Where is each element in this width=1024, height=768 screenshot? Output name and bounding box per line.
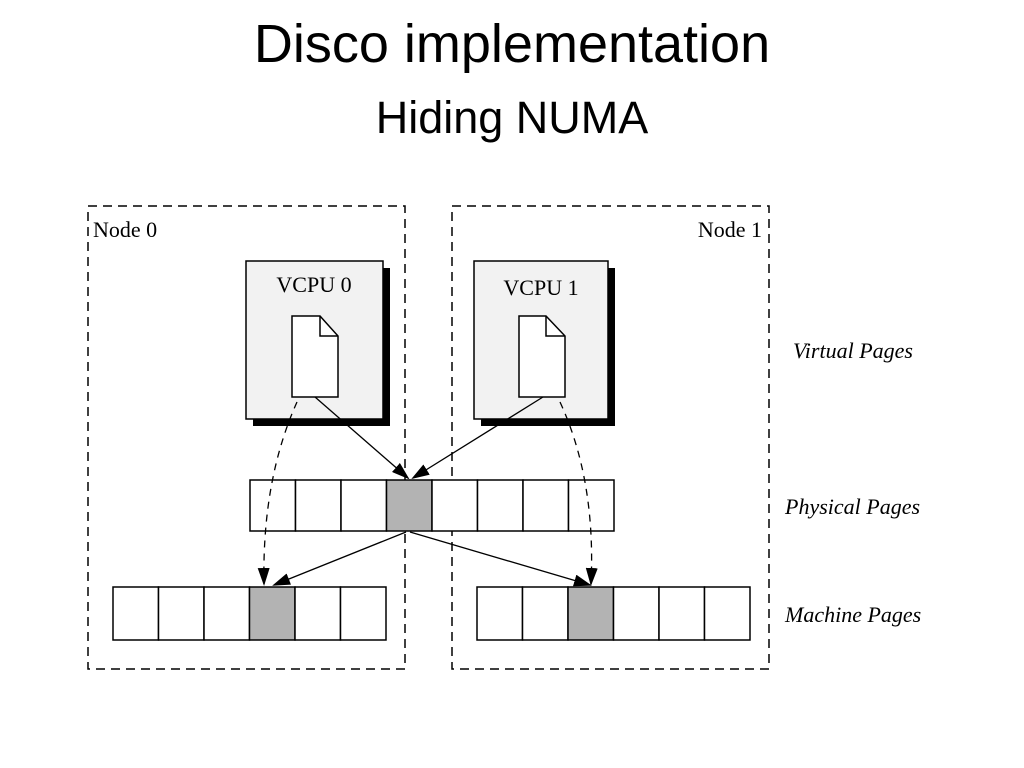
virtual-page-1-icon [518,315,566,398]
physical-pages-label: Physical Pages [784,494,920,519]
machine-page-cell-highlighted [248,586,296,641]
machine-page-cell [658,586,706,641]
node-1-label: Node 1 [698,217,762,242]
machine-pages-label: Machine Pages [784,602,921,627]
physical-page-cell [431,479,479,532]
physical-page-cell [249,479,297,532]
slide-title: Disco implementation [253,14,771,74]
physical-page-cell [294,479,342,532]
arrow-physical-to-machine-node1 [409,531,592,587]
machine-page-cell [476,586,524,641]
vcpu-1-label: VCPU 1 [503,275,578,300]
node-0-label: Node 0 [93,217,157,242]
physical-page-cell [567,479,615,532]
machine-page-cell [612,586,660,641]
virtual-page-0-icon [291,315,339,398]
arrow-vcpu1-to-physical [411,396,544,480]
dashed-arrow-vcpu1-to-machine [559,401,598,586]
machine-page-cell-highlighted [567,586,615,641]
machine-page-cell [521,586,569,641]
vcpu-0-label: VCPU 0 [276,272,351,297]
node-0-box [87,205,406,670]
physical-page-cell [476,479,524,532]
vcpu-0-box: VCPU 0 [245,260,390,426]
machine-page-cell [203,586,251,641]
physical-page-cell [340,479,388,532]
machine-page-cell [703,586,751,641]
vcpu-1-box: VCPU 1 [473,260,615,426]
physical-page-cell-highlighted [385,479,433,532]
physical-pages-row [249,479,615,532]
physical-page-cell [522,479,570,532]
machine-page-cell [112,586,160,641]
arrow-vcpu0-to-physical [314,396,410,480]
slide-subtitle: Hiding NUMA [375,92,649,143]
machine-page-cell [157,586,205,641]
machine-pages-node-0-row [112,586,387,641]
machine-pages-node-1-row [476,586,751,641]
machine-page-cell [339,586,387,641]
node-1-box [451,205,770,670]
arrow-physical-to-machine-node0 [272,531,407,586]
machine-page-cell [294,586,342,641]
dashed-arrow-vcpu0-to-machine [257,401,298,586]
virtual-pages-label: Virtual Pages [793,338,913,363]
